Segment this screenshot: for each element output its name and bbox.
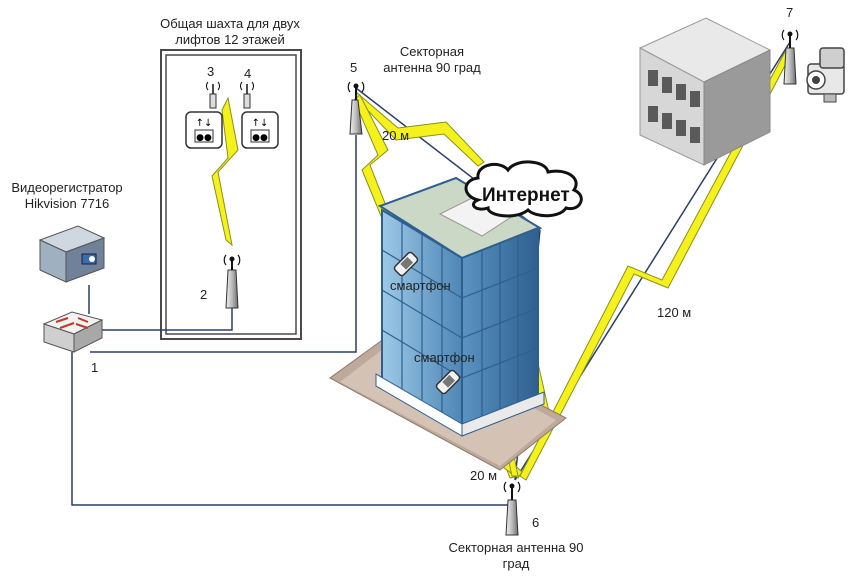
antenna6-label-line1: Секторная антенна 90 <box>448 540 584 555</box>
cloud-icon <box>464 160 583 218</box>
smartphone-label: смартфон <box>390 278 451 293</box>
smartphone-icon <box>435 369 461 395</box>
elevator-icon: ↑↓ ●● <box>185 111 223 149</box>
lightning-icon <box>211 96 239 247</box>
antenna-icon <box>240 81 254 109</box>
node-number: 1 <box>91 360 99 375</box>
lightning-icon <box>355 90 485 167</box>
antenna6-label: Секторная антенна 90 град <box>436 540 596 572</box>
switch-icon <box>42 311 104 353</box>
antenna-icon <box>781 29 799 85</box>
recorder-label-line1: Видеорегистратор <box>11 180 123 195</box>
antenna-icon <box>503 481 521 536</box>
svg-text:↑↓: ↑↓ <box>252 118 269 129</box>
internet-label: Интернет <box>482 185 570 206</box>
node-number: 6 <box>532 515 540 530</box>
node-number: 7 <box>786 5 794 20</box>
svg-text:●●: ●● <box>196 133 212 143</box>
node-number: 4 <box>244 66 252 81</box>
node-number: 2 <box>200 287 208 302</box>
svg-text:●●: ●● <box>252 133 268 143</box>
shaft-title-line1: Общая шахта для двух <box>160 16 300 31</box>
antenna-icon <box>223 254 241 309</box>
office-building-icon <box>638 17 772 166</box>
antenna5-label: Секторная антенна 90 град <box>372 44 492 76</box>
elevator-icon: ↑↓ ●● <box>241 111 279 149</box>
recorder-label: Видеорегистратор Hikvision 7716 <box>2 180 132 212</box>
main-building <box>329 176 567 471</box>
recorder-icon <box>38 225 106 283</box>
node-number: 3 <box>207 64 215 79</box>
distance-label: 20 м <box>470 468 498 483</box>
antenna-icon <box>347 81 365 135</box>
smartphone-icon <box>393 251 419 277</box>
antenna5-label-line1: Секторная <box>399 44 465 59</box>
shaft-title: Общая шахта для двух лифтов 12 этажей <box>150 16 310 48</box>
svg-text:↑↓: ↑↓ <box>196 118 213 129</box>
antenna6-label-line2: град <box>502 556 530 571</box>
antenna-icon <box>206 81 220 109</box>
distance-label: 120 м <box>657 305 692 320</box>
camera-icon <box>806 47 845 103</box>
recorder-label-line2: Hikvision 7716 <box>24 196 110 211</box>
shaft-title-line2: лифтов 12 этажей <box>175 32 285 47</box>
antenna5-label-line2: антенна 90 град <box>383 60 481 75</box>
node-number: 5 <box>350 60 358 75</box>
smartphone-label: смартфон <box>414 350 475 365</box>
distance-label: 20 м <box>382 128 410 143</box>
